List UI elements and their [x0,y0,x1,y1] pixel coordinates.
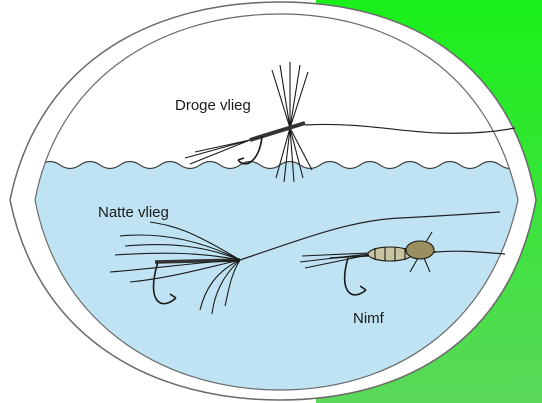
wet-fly-label: Natte vlieg [98,204,169,221]
nymph-label: Nimf [353,310,385,327]
dry-fly-label: Droge vlieg [175,97,251,114]
